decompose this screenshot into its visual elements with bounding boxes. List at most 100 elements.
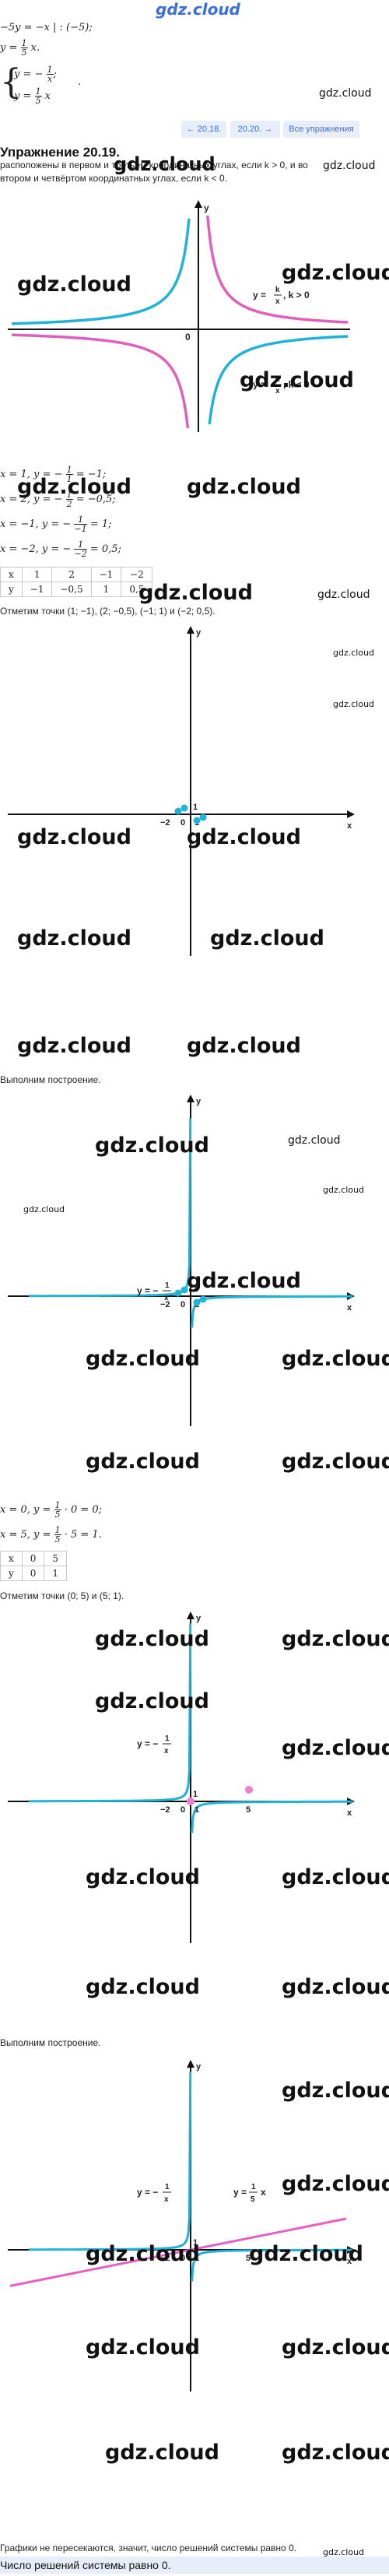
table-cell: 0,5 (121, 582, 153, 597)
fraction: 1−1 (74, 515, 87, 533)
watermark: gdz.cloud (187, 1034, 301, 1058)
point-5-1 (245, 1786, 253, 1794)
graph-point (174, 1289, 182, 1297)
fraction-denominator: 5 (54, 1509, 61, 1520)
watermark: gdz.cloud (187, 475, 301, 499)
function-label-prefix: y = − (137, 1738, 158, 1749)
site-logo[interactable]: gdz.cloud (156, 0, 240, 19)
watermark: gdz.cloud (187, 1269, 301, 1293)
hyperbola-branch-right (191, 2248, 352, 2282)
point-neg1-1 (180, 804, 188, 812)
label-k-negative-k: k (275, 375, 280, 384)
conclusion-text: Графики не пересекаются, значит, число р… (0, 2543, 297, 2553)
point-1-neg1 (193, 817, 201, 824)
label-k-positive-k: k (275, 286, 280, 294)
hyperbola-label-num: 1 (165, 2183, 170, 2191)
calc2-row-1-result: · 0 = 0; (64, 1504, 103, 1516)
watermark: gdz.cloud (317, 589, 370, 601)
prev-exercise-button[interactable]: ← 20.18. (181, 121, 226, 138)
watermark: gdz.cloud (282, 261, 389, 285)
watermark: gdz.cloud (86, 2335, 200, 2360)
watermark: gdz.cloud (249, 2242, 363, 2266)
tick-label-xm2: −2 (160, 818, 170, 828)
watermark: gdz.cloud (86, 1975, 200, 1999)
table-cell: 1 (21, 567, 53, 582)
label-k-negative-prefix: y = (253, 379, 266, 390)
system-eq1-end: ; (53, 69, 57, 80)
fraction-numerator: 1 (54, 1500, 61, 1510)
watermark: gdz.cloud (323, 160, 376, 172)
watermark: gdz.cloud (333, 648, 375, 658)
function-label-num: 1 (165, 1281, 170, 1290)
label-k-positive-prefix: y = (253, 290, 266, 300)
watermark: gdz.cloud (282, 1865, 389, 1889)
calc-row-3: x = −1, y = − 1−1 = 1; (0, 515, 112, 533)
graph-point (193, 1299, 201, 1306)
table-cell: −1 (21, 582, 53, 597)
watermark: gdz.cloud (17, 1034, 131, 1058)
origin-label: 0 (185, 332, 191, 343)
hyperbola-branch-right (191, 1295, 352, 1328)
mark-points-text-2: Отметим точки (0; 5) и (5; 1). (0, 1590, 124, 1601)
fraction-numerator: 1 (65, 490, 73, 500)
watermark: gdz.cloud (323, 2547, 365, 2557)
fraction-numerator: 1 (34, 86, 42, 97)
hyperbola-branch-left (29, 1623, 192, 1803)
fraction-numerator: 1 (74, 540, 87, 550)
points-graph: x y 1 −2 0 1 (8, 626, 355, 956)
system-eq1-lhs: y = − (14, 69, 44, 80)
tick-label-origin: 0 (180, 1805, 185, 1815)
table-cell: y (0, 1566, 23, 1581)
tick-label-x1: 1 (194, 1805, 199, 1815)
axis-y-label: y (196, 1614, 202, 1623)
watermark: gdz.cloud (95, 1627, 209, 1651)
watermark: gdz.cloud (282, 1975, 389, 1999)
watermark: gdz.cloud (114, 153, 216, 175)
line-label-prefix: y = (233, 2187, 247, 2198)
table-cell: 2 (51, 567, 92, 582)
watermark: gdz.cloud (282, 2335, 389, 2360)
system-eq2-rhs: x (44, 90, 51, 102)
watermark: gdz.cloud (23, 1204, 65, 1214)
axis-y-label: y (196, 628, 202, 638)
watermark: gdz.cloud (210, 926, 324, 951)
next-exercise-button[interactable]: 20.20. → (230, 121, 280, 138)
fraction-numerator: 1 (54, 1525, 61, 1535)
fraction-denominator: 5 (21, 47, 27, 58)
all-exercises-button[interactable]: Все упражнения (283, 121, 359, 138)
label-k-negative-suffix: , k < 0 (283, 379, 310, 390)
exercise-text-line-2: втором и четвёртом координатных углах, е… (0, 173, 228, 184)
watermark: gdz.cloud (323, 1185, 365, 1195)
table-cell: 1 (90, 582, 122, 597)
system-eq2-lhs: y = (14, 90, 32, 102)
label-k-negative-x: x (275, 387, 280, 395)
hyperbola-branch-right (191, 1800, 352, 1833)
tick-label-y1: 1 (193, 1284, 198, 1294)
watermark: gdz.cloud (95, 1133, 209, 1158)
fraction-numerator: 1 (65, 465, 73, 475)
line-label-den: 5 (251, 2195, 255, 2204)
y-axis-arrow (187, 2060, 194, 2068)
hyperbola-branch-left (29, 2072, 192, 2251)
mark-points-text-1: Отметим точки (1; −1), (2; −0,5), (−1; 1… (0, 606, 216, 617)
axis-x-label: x (347, 821, 352, 831)
equation-line-2-rhs: x. (30, 42, 40, 54)
hyperbola-label-prefix: y = − (137, 2187, 158, 2198)
table-cell: 0 (21, 1566, 45, 1581)
axis-x-label: x (347, 2257, 352, 2266)
fraction-denominator: 2 (66, 499, 72, 509)
calc-row-4-lhs: x = −2, y = − (0, 543, 72, 555)
watermark: gdz.cloud (105, 2441, 219, 2465)
arrow-left-icon: ← (186, 125, 195, 134)
